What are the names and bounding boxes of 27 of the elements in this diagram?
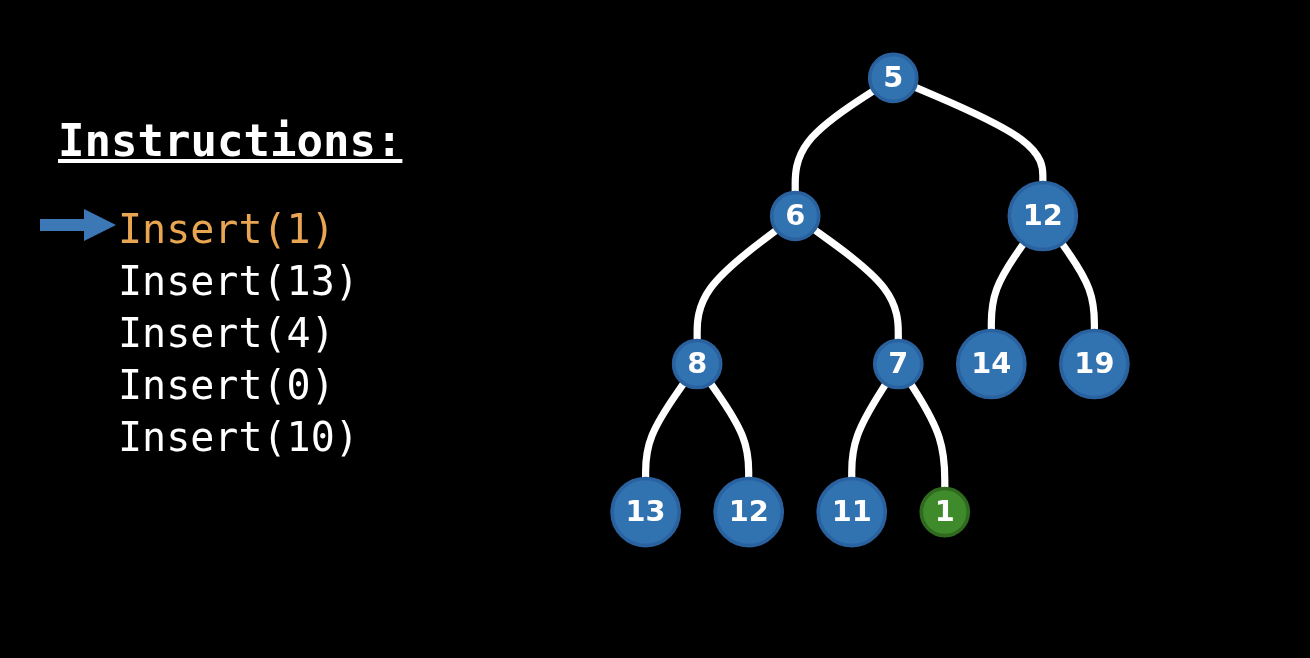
- connector: [707, 381, 753, 479]
- connector: [907, 382, 949, 489]
- instruction-text: Insert(1): [118, 205, 335, 254]
- node-circle: 14: [956, 328, 1027, 400]
- title: Instructions:: [58, 115, 403, 166]
- instruction-text: Insert(0): [118, 361, 335, 410]
- instruction-text: Insert(4): [118, 309, 335, 358]
- connector: [642, 381, 687, 479]
- node-circle: 8: [671, 338, 723, 390]
- connector: [1059, 241, 1098, 331]
- node-circle: 11: [816, 476, 888, 548]
- node-circle: 1: [919, 486, 971, 538]
- node-circle: 12: [1007, 180, 1079, 252]
- connector: [791, 87, 876, 193]
- connector: [812, 226, 902, 341]
- node-circle: 12: [713, 476, 784, 548]
- instruction-text: Insert(13): [118, 257, 359, 306]
- node-circle: 19: [1059, 328, 1130, 400]
- connector: [987, 241, 1027, 331]
- connector: [913, 83, 1047, 183]
- connector: [693, 227, 779, 341]
- node-circle: 6: [769, 190, 821, 242]
- instruction-text: Insert(10): [118, 413, 359, 462]
- node-circle: 7: [872, 338, 924, 390]
- connector: [848, 382, 889, 479]
- node-circle: 13: [610, 476, 681, 548]
- node-circle: 5: [867, 52, 919, 104]
